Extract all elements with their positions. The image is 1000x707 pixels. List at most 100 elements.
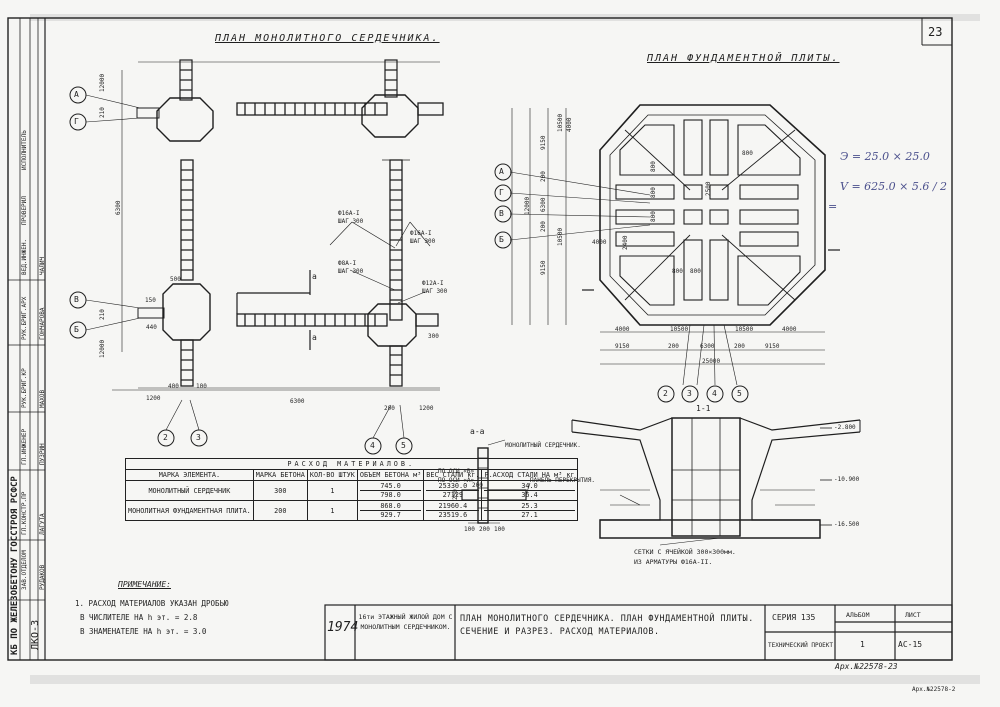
dim-200: 200	[384, 405, 395, 412]
dim-12000-top: 12000	[99, 73, 106, 92]
title-album-label: АЛЬБОМ	[846, 611, 870, 619]
slab-axis-a: А	[499, 167, 504, 176]
title-block-frame	[324, 604, 953, 661]
handnote-3: =	[828, 200, 838, 213]
axis-5: 5	[401, 441, 406, 450]
level-10900: -10.900	[834, 476, 860, 483]
stamp-role-5: ВЕД.ИНЖЕН.	[21, 238, 28, 275]
slab-dim-left-4: 200	[540, 221, 547, 232]
callout-f8-step: ШАГ 300	[338, 268, 364, 275]
table-row: МОНОЛИТНАЯ ФУНДАМЕНТНАЯ ПЛИТА. 200 1 868…	[125, 500, 578, 521]
axis-g: Г	[74, 117, 79, 126]
dim-210-top: 210	[99, 107, 106, 118]
row-steel-den: 27129	[426, 490, 480, 499]
callout-f12-step: ШАГ 300	[422, 288, 448, 295]
header-steel: ВЕС СТАЛИ кг.	[423, 469, 483, 481]
dim-210-bottom: 210	[99, 309, 106, 320]
dim-400: 400	[168, 383, 179, 390]
axis-a: А	[74, 90, 79, 99]
row-name: МОНОЛИТНЫЙ СЕРДЕЧНИК	[125, 480, 254, 501]
row-qty: 1	[306, 500, 358, 521]
title-series: СЕРИЯ 135	[772, 613, 816, 622]
stamp-executor: ИСПОЛНИТЕЛЬ	[21, 130, 28, 170]
section-aa-dim-2: 100	[494, 526, 505, 533]
row-rate-den: 27.1	[484, 510, 575, 519]
slab-inner-3: 2500	[705, 181, 712, 196]
row-rate-den: 36.4	[484, 490, 575, 499]
row-steel-num: 21960.4	[438, 502, 468, 510]
slab-dim-left-6: 9150	[540, 260, 547, 275]
stamp-role-2: ГЛ.ИНЖЕНЕР	[21, 428, 28, 465]
slab-axis-b: Б	[499, 235, 504, 244]
stamp-role-4: РУК.БРИГ.АРХ	[21, 296, 28, 340]
row-qty: 1	[306, 480, 358, 501]
slab-axis-2: 2	[663, 389, 668, 398]
stamp-name-2: ПУЗРИН	[39, 443, 46, 465]
stamp-name-1: ЛАГУТА	[39, 513, 46, 535]
stamp-org: КБ ПО ЖЕЛЕЗОБЕТОНУ ГОССТРОЯ РСФСР	[10, 476, 20, 655]
header-element: МАРКА ЭЛЕМЕНТА.	[125, 469, 254, 481]
mesh-note-2: ИЗ АРМАТУРЫ Ф16А-II.	[634, 558, 713, 566]
slab-inner-8: 4000	[592, 239, 607, 246]
slab-dim-bottom-3: 4000	[782, 326, 797, 333]
title-stage: ТЕХНИЧЕСКИЙ ПРОЕКТ	[768, 642, 834, 649]
materials-title: РАСХОД МАТЕРИАЛОВ.	[125, 458, 578, 470]
slab-axis-4: 4	[712, 389, 717, 398]
dim-12000-bottom: 12000	[99, 339, 106, 358]
callout-f16-right-step: ШАГ 300	[410, 238, 436, 245]
title-sheet-label: ЛИСТ	[905, 611, 921, 619]
slab-dim-left-2: 200	[540, 171, 547, 182]
core-plan-title: ПЛАН МОНОЛИТНОГО СЕРДЕЧНИКА.	[215, 33, 440, 44]
row-volume-num: 745.0	[380, 482, 401, 490]
slab-inner-0: 800	[650, 161, 657, 172]
slab-axis-3: 3	[687, 389, 692, 398]
row-steel-den: 23519.6	[426, 510, 480, 519]
title-archive: Арх.№22578-23	[835, 662, 898, 671]
stamp-name-5: ЧАЛИЧ	[39, 256, 46, 275]
sheet-number: 23	[928, 25, 943, 39]
dim-150: 150	[145, 297, 156, 304]
slab-inner-6: 800	[672, 268, 683, 275]
row-volume-num: 868.0	[380, 502, 401, 510]
section-mark-a-bottom: а	[312, 333, 317, 342]
handnote-1: Э = 25.0 × 25.0	[840, 150, 930, 163]
header-volume: ОБЪЕМ БЕТОНА м³	[356, 469, 425, 481]
title-archive-2: Арх.№22578-2	[912, 686, 956, 693]
dim-100: 100	[196, 383, 207, 390]
header-grade: МАРКА БЕТОНА	[252, 469, 308, 481]
slab-plan	[494, 104, 840, 403]
slab-dim-bottom-4: 9150	[615, 343, 630, 350]
dim-500: 500	[170, 276, 181, 283]
row-rate-num: 34.0	[521, 482, 538, 490]
callout-f8: Ф8А-I	[338, 260, 357, 267]
title-drawing: ПЛАН МОНОЛИТНОГО СЕРДЕЧНИКА. ПЛАН ФУНДАМ…	[460, 613, 754, 636]
title-year: 1974	[327, 620, 359, 635]
section-1-1	[571, 417, 861, 546]
side-stamp-grid	[8, 18, 45, 660]
slab-dim-left-3: 6300	[540, 197, 547, 212]
stamp-name-3: МАХОВ	[39, 389, 46, 408]
stamp-code: ЛКО-3	[30, 619, 41, 650]
row-volume-den: 929.7	[359, 510, 422, 519]
note-line-1: 1. РАСХОД МАТЕРИАЛОВ УКАЗАН ДРОБЬЮ	[75, 599, 229, 608]
callout-f16-right: Ф16А-I	[410, 230, 432, 237]
axis-4: 4	[370, 441, 375, 450]
callout-f16-left: Ф16А-I	[338, 210, 360, 217]
axis-2: 2	[163, 433, 168, 442]
header-rate: Р.АСХОД СТАЛИ НА м³ кг	[481, 469, 578, 481]
dim-300: 300	[428, 333, 439, 340]
slab-inner-1: 800	[650, 187, 657, 198]
axis-v: В	[74, 295, 79, 304]
section-1-1-label: 1-1	[696, 404, 711, 413]
dim-1200-right: 1200	[419, 405, 434, 412]
row-rate-num: 25.3	[521, 502, 538, 510]
slab-inner-5: 2400	[622, 235, 629, 250]
slab-dim-bottom-6: 6300	[700, 343, 715, 350]
slab-inner-4: 800	[690, 268, 701, 275]
slab-dim-left-7: 4000	[566, 117, 573, 132]
stamp-name-0: РУДАКОВ	[39, 564, 46, 590]
